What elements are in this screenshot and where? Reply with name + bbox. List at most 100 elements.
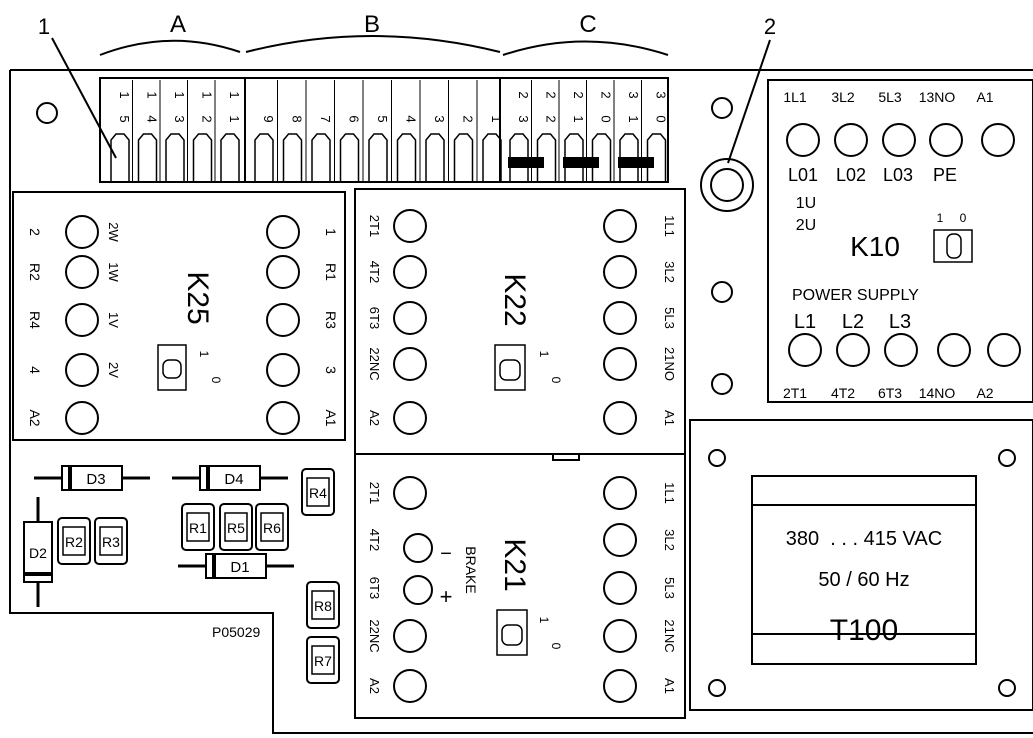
resistor (219, 503, 253, 551)
terminal-slot (220, 133, 240, 182)
terminal-label: 1L1 (662, 215, 677, 237)
brake-terminal-plus (403, 575, 433, 605)
terminal-hole (788, 333, 822, 367)
terminal-hole (266, 303, 300, 337)
brace-a (99, 39, 241, 56)
terminal-slot (165, 133, 185, 182)
diode-label: D4 (224, 471, 243, 488)
terminal-number: 1 (117, 91, 132, 98)
terminal-label: A1 (662, 410, 677, 426)
terminal-hole (786, 123, 820, 157)
terminal-hole (987, 333, 1021, 367)
switch-label-on: 1 (937, 211, 944, 225)
resistor-label: R8 (314, 598, 332, 614)
terminal-hole (603, 347, 637, 381)
callout-c: C (579, 11, 596, 38)
terminal-number: 3 (654, 91, 669, 98)
terminal-slot (192, 133, 213, 182)
terminal-number: 2 (571, 91, 586, 98)
resistor-label: R3 (102, 534, 120, 550)
terminal-number: 4 (404, 115, 419, 122)
terminal-number: 1 (145, 91, 160, 98)
resistor (301, 468, 335, 516)
terminal-hole (603, 669, 637, 703)
hole-label: 2V (106, 362, 121, 378)
terminal-label: 5L3 (878, 89, 902, 105)
terminal-label: R3 (323, 311, 339, 329)
resistor (94, 517, 128, 565)
terminal-number: 1 (227, 91, 242, 98)
terminal-slot (425, 133, 445, 182)
switch-label-on: 1 (537, 617, 551, 624)
jumper-link (563, 157, 599, 168)
terminal-number: 7 (318, 115, 333, 122)
callout-b: B (364, 11, 380, 38)
terminal-hole (603, 209, 637, 243)
terminal-label: A1 (323, 409, 339, 426)
terminal-hole (393, 347, 427, 381)
terminal-slot (564, 133, 584, 182)
terminal-hole (884, 333, 918, 367)
terminal-hole (603, 301, 637, 335)
terminal-hole (393, 255, 427, 289)
k10-power-label: POWER SUPPLY (792, 287, 919, 304)
terminal-number: 1 (172, 91, 187, 98)
switch-knob[interactable] (162, 359, 182, 379)
terminal-label: 4T2 (367, 261, 382, 283)
mounting-hole (711, 97, 733, 119)
terminal-label: 2T1 (367, 215, 382, 237)
switch-label-off: 0 (549, 643, 563, 650)
switch-label-off: 0 (960, 211, 967, 225)
terminal-slot (591, 133, 612, 182)
switch-knob[interactable] (946, 233, 962, 259)
terminal-strip (99, 77, 669, 183)
brace-c (502, 40, 669, 56)
terminal-label: 22NC (367, 619, 382, 652)
terminal-label: 6T3 (367, 577, 382, 599)
terminal-slot (254, 133, 274, 182)
terminal-label: R4 (27, 311, 43, 329)
terminal-slot (339, 133, 360, 182)
terminal-label: A2 (976, 385, 993, 401)
hole-label: 2W (106, 222, 121, 242)
sub-label: 2U (796, 217, 816, 234)
k21-name: K21 (498, 538, 531, 591)
diode-label: D2 (29, 545, 47, 561)
terminal-hole (393, 619, 427, 653)
k25-name: K25 (181, 271, 214, 324)
input-label: L2 (842, 311, 864, 333)
mounting-hole (708, 449, 726, 467)
terminal-number: 2 (461, 115, 476, 122)
terminal-label: 13NO (919, 89, 956, 105)
terminal-number: 2 (200, 115, 215, 122)
input-label: L1 (794, 311, 816, 333)
terminal-number: 3 (432, 115, 447, 122)
switch-knob[interactable] (499, 359, 521, 381)
terminal-label: 1L1 (662, 482, 677, 504)
terminal-number: 1 (200, 91, 215, 98)
switch-k25[interactable] (157, 344, 187, 391)
terminal-hole (266, 255, 300, 289)
terminal-hole (603, 523, 637, 557)
brace-b (245, 35, 501, 53)
terminal-hole (603, 571, 637, 605)
terminal-hole (266, 401, 300, 435)
switch-knob[interactable] (501, 624, 523, 646)
terminal-label: A1 (662, 678, 677, 694)
terminal-label: A1 (976, 89, 993, 105)
terminal-label: 6T3 (878, 385, 902, 401)
callout-a: A (170, 11, 186, 38)
terminal-slot (110, 133, 130, 182)
jumper-link (618, 157, 654, 168)
terminal-number: 9 (261, 115, 276, 122)
terminal-label: 5L3 (662, 577, 677, 599)
switch-k21[interactable] (496, 609, 528, 656)
terminal-number: 4 (145, 115, 160, 122)
terminal-number: 2 (516, 91, 531, 98)
terminal-number: 3 (626, 91, 641, 98)
output-label: L03 (883, 165, 913, 185)
terminal-hole (393, 669, 427, 703)
switch-k22[interactable] (494, 344, 526, 391)
switch-k10[interactable] (933, 229, 973, 263)
